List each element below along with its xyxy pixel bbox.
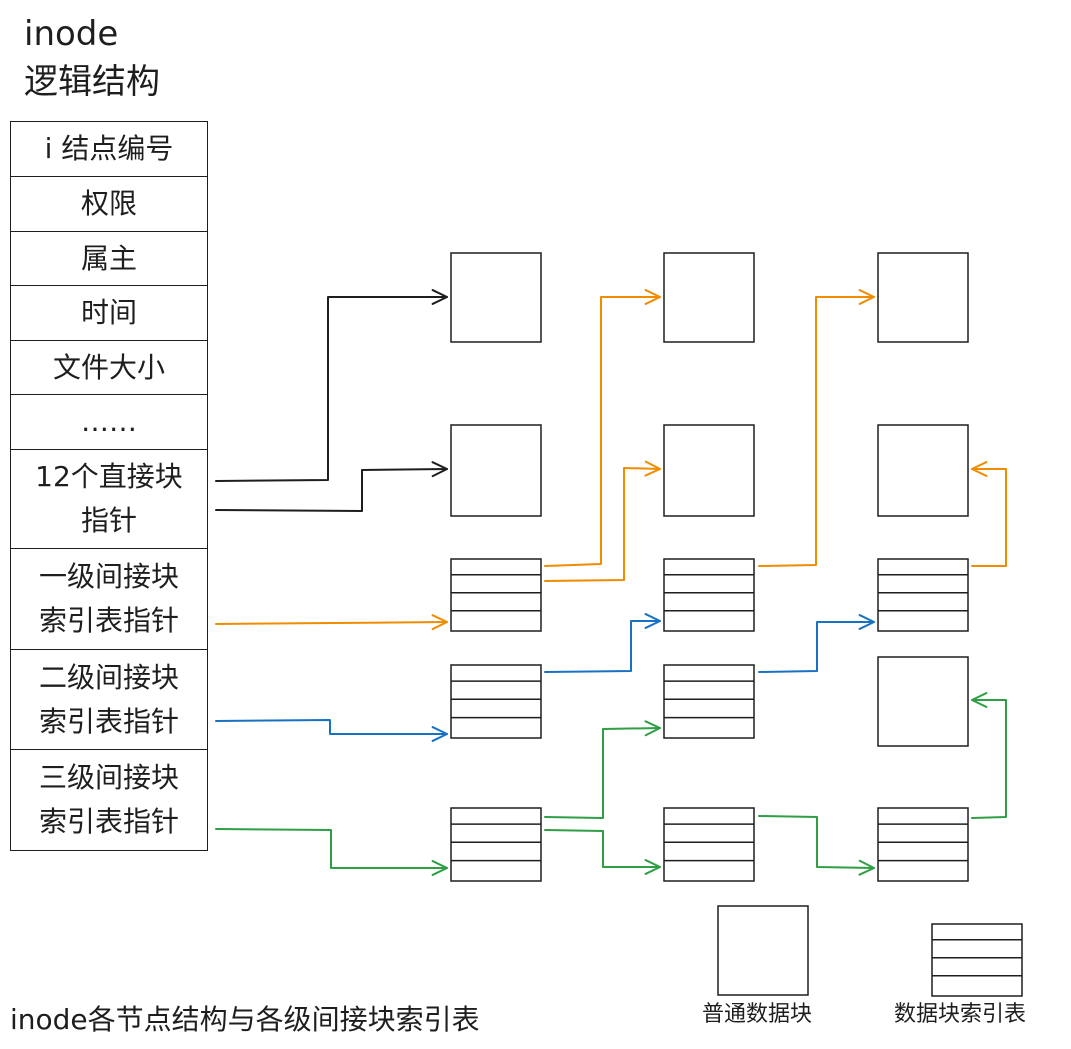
index-table-frame xyxy=(877,807,969,882)
single-data-block-1 xyxy=(663,252,755,343)
arrow-single-pointer xyxy=(215,621,448,625)
inode-field-permission: 权限 xyxy=(10,176,208,232)
legend-index-table xyxy=(931,923,1023,997)
index-table-frame xyxy=(450,664,542,739)
triple-indirect-index-table-l2 xyxy=(663,664,755,739)
double-indirect-index-table-l2 xyxy=(663,558,755,632)
single-indirect-index-table xyxy=(450,558,542,632)
arrow-triple-l1-to-l2 xyxy=(544,727,661,819)
arrow-triple-l2-to-l3-head xyxy=(858,859,875,876)
double-indirect-index-table-l1 xyxy=(450,664,542,739)
arrow-single-pointer-head xyxy=(431,614,448,631)
inode-field-owner: 属主 xyxy=(10,230,208,287)
index-table-frame xyxy=(877,558,969,632)
arrow-l2-to-block-head xyxy=(858,289,875,305)
inode-field-double-indirect: 二级间接块 索引表指针 xyxy=(10,648,208,751)
inode-structure-table: i 结点编号 权限 属主 时间 文件大小 …… 12个直接块 指针 一级间接块 … xyxy=(10,120,208,851)
arrow-single-to-block-2 xyxy=(544,467,661,582)
index-table-frame xyxy=(663,807,755,882)
arrow-single-to-block-2-head xyxy=(644,460,661,477)
arrow-triple-l2-to-l3 xyxy=(758,815,875,869)
arrow-direct-1-head xyxy=(431,289,448,305)
arrow-triple-l1-to-l2-head xyxy=(644,720,661,737)
arrow-l3-to-block xyxy=(971,468,1007,567)
inode-field-time: 时间 xyxy=(10,285,208,341)
inode-field-triple-indirect: 三级间接块 索引表指针 xyxy=(10,749,208,851)
arrow-single-to-block-1 xyxy=(544,296,661,567)
index-table-frame xyxy=(663,558,755,632)
arrow-double-pointer xyxy=(215,719,448,735)
arrow-single-to-block-1-head xyxy=(644,289,661,305)
arrow-double-l1-to-l2-head xyxy=(644,613,661,629)
arrow-direct-2 xyxy=(215,468,448,512)
arrow-double-pointer-head xyxy=(431,726,448,742)
index-table-frame xyxy=(450,807,542,882)
direct-data-block-1 xyxy=(450,252,542,343)
triple-indirect-index-table-l1 xyxy=(450,807,542,882)
triple-indirect-index-table-l2b xyxy=(663,807,755,882)
inode-field-file-size: 文件大小 xyxy=(10,339,208,396)
arrow-triple-l3-to-block xyxy=(971,699,1007,819)
inode-field-number: i 结点编号 xyxy=(10,120,208,178)
single-data-block-2 xyxy=(663,424,755,517)
double-data-block-1 xyxy=(877,252,969,343)
heading-inode: inode xyxy=(24,14,119,54)
inode-field-ellipsis: …… xyxy=(10,394,208,450)
arrow-triple-pointer xyxy=(215,828,448,869)
arrow-direct-1 xyxy=(215,296,448,482)
heading-logical-structure: 逻辑结构 xyxy=(24,62,160,102)
legend-label-index-table: 数据块索引表 xyxy=(894,1002,1027,1027)
arrow-triple-l3-to-block-head xyxy=(971,692,988,708)
arrow-double-l2-to-l3 xyxy=(758,621,875,673)
inode-field-single-indirect: 一级间接块 索引表指针 xyxy=(10,548,208,650)
triple-data-block xyxy=(877,656,969,747)
index-table-frame xyxy=(663,664,755,739)
index-table-frame xyxy=(450,558,542,632)
arrow-l3-to-block-head xyxy=(971,461,988,477)
arrow-double-l1-to-l2 xyxy=(544,620,661,673)
direct-data-block-2 xyxy=(450,424,542,517)
index-table-frame xyxy=(931,923,1023,997)
diagram-caption: inode各节点结构与各级间接块索引表 xyxy=(10,1003,480,1036)
arrow-l2-to-block xyxy=(758,296,875,567)
arrow-triple-l1-to-l2b xyxy=(544,829,661,868)
triple-indirect-index-table-l3 xyxy=(877,807,969,882)
double-indirect-index-table-l3 xyxy=(877,558,969,632)
arrow-direct-2-head xyxy=(431,461,448,478)
arrow-triple-l1-to-l2b-head xyxy=(644,859,661,875)
legend-label-data-block: 普通数据块 xyxy=(702,1002,813,1027)
arrow-double-l2-to-l3-head xyxy=(858,614,875,630)
double-data-block-2 xyxy=(877,424,969,517)
arrow-triple-pointer-head xyxy=(431,860,448,876)
inode-field-direct-pointers: 12个直接块 指针 xyxy=(10,448,208,550)
legend-data-block xyxy=(717,905,809,996)
